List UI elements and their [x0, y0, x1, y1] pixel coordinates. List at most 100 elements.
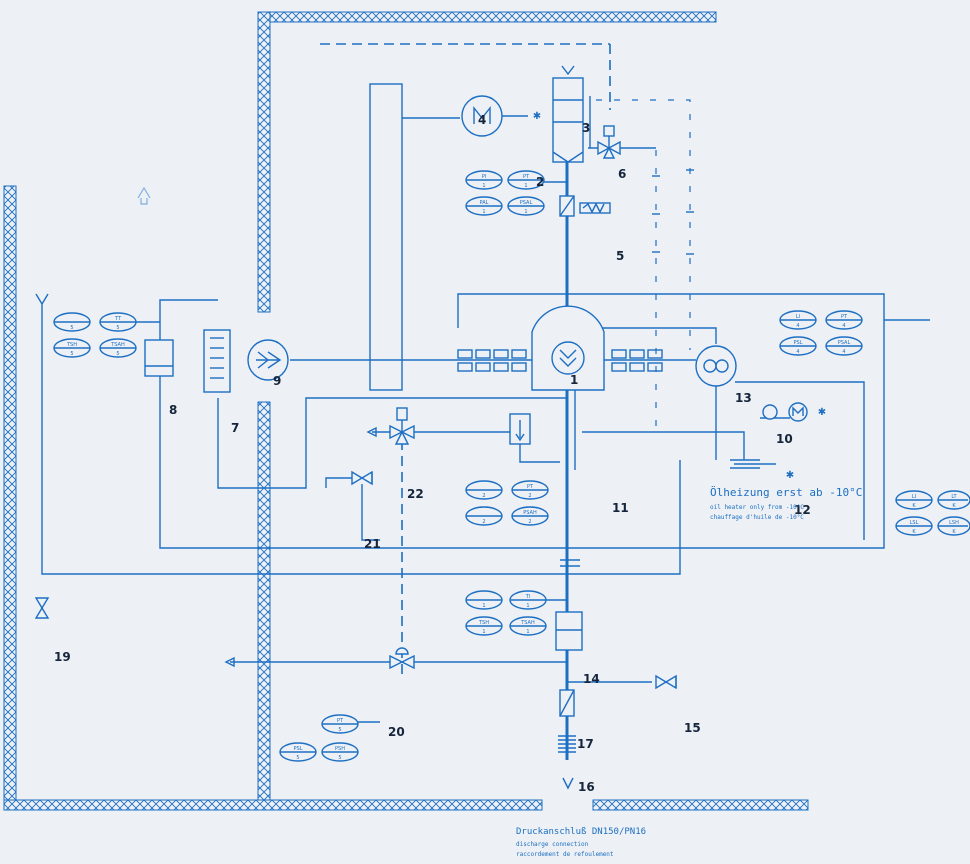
- instrument-group-g14: 1 TI 1 TSH 1 TSAH 1: [465, 590, 547, 636]
- instrument-loop: 1: [482, 209, 485, 215]
- instrument-loop: 2: [482, 519, 485, 525]
- instrument-loop: 4: [842, 349, 845, 355]
- instrument-loop: 1: [482, 603, 485, 609]
- lower-filter: [555, 611, 583, 790]
- instrument-loop: 1: [482, 183, 485, 189]
- instrument-tag: PAL: [480, 200, 489, 206]
- instrument-group-g13: LI 4 PT 4 PSL 4 PSAL 4: [779, 310, 863, 356]
- instrument-loop: 5: [70, 325, 73, 331]
- item-number-12: 12: [794, 503, 811, 517]
- instrument-tag: PT: [523, 174, 530, 180]
- instrument-loop: 5: [70, 351, 73, 357]
- item-number-19: 19: [54, 650, 71, 664]
- item-number-9: 9: [273, 374, 281, 388]
- instrument-loop: 2: [482, 493, 485, 499]
- motor-10: ✱: [760, 402, 826, 422]
- note-heating-en: oil heater only from -10°C: [710, 504, 804, 511]
- item-number-22: 22: [407, 487, 424, 501]
- instrument-loop: K: [912, 503, 916, 509]
- item-number-8: 8: [169, 403, 177, 417]
- instrument-tag: PSL: [294, 746, 303, 752]
- item-number-14: 14: [583, 672, 600, 686]
- tank-8: [144, 339, 174, 377]
- main-pipe: [560, 162, 580, 760]
- item-number-15: 15: [684, 721, 701, 735]
- instrument-group-gR: LI K LT K LSL K LSH K: [895, 490, 970, 536]
- instrument-tag: TSAH: [520, 620, 535, 626]
- notes: Ölheizung erst ab -10°C oil heater only …: [516, 486, 862, 858]
- outlet-valve: [224, 647, 415, 670]
- instrument-loop: 5: [338, 727, 341, 733]
- instrument-tag: PSH: [335, 746, 345, 752]
- valve-21: [325, 470, 380, 541]
- item-number-21: 21: [364, 537, 381, 551]
- stack: [369, 83, 460, 391]
- item-number-2: 2: [536, 175, 544, 189]
- instrument-tag: PSAL: [520, 200, 533, 206]
- heater-12: ✱: [730, 459, 794, 481]
- instrument-tag: LSL: [910, 520, 919, 526]
- item-number-11: 11: [612, 501, 629, 515]
- note-pressure-connection: Druckanschluß DN150/PN16: [516, 827, 646, 837]
- instrument-loop: 4: [842, 323, 845, 329]
- item-number-10: 10: [776, 432, 793, 446]
- instrument-loop: 5: [116, 325, 119, 331]
- svg-text:✱: ✱: [786, 470, 794, 481]
- item-number-7: 7: [231, 421, 239, 435]
- building-walls: [3, 11, 809, 811]
- instrument-group-g20: PT 5 PSL 5 PSH 5: [279, 714, 359, 762]
- item-number-5: 5: [616, 249, 624, 263]
- instrument-loop: 1: [524, 183, 527, 189]
- item-numbers: 1 2 3 4 5 6 7 8 9 10 11 12 13 14 15 16 1…: [54, 113, 811, 794]
- item-number-1: 1: [570, 373, 578, 387]
- instrument-group-g2: PI 1 PT 1 PAL 1 PSAL 1: [465, 170, 545, 216]
- instrument-tag: PSAL: [838, 340, 851, 346]
- instrument-tag: PI: [482, 174, 487, 180]
- item-number-17: 17: [577, 737, 594, 751]
- instrument-tag: TI: [525, 594, 531, 600]
- instrument-tag: TSH: [66, 342, 77, 348]
- flow-switch: [509, 413, 560, 463]
- instrument-loop: 5: [296, 755, 299, 761]
- item-number-20: 20: [388, 725, 405, 739]
- vent-arrow: [137, 186, 151, 205]
- valve-14: [655, 674, 677, 690]
- note-pressure-en: discharge connection: [516, 841, 589, 848]
- item-number-4: 4: [478, 113, 486, 127]
- svg-text:✱: ✱: [818, 407, 826, 418]
- item-number-6: 6: [618, 167, 626, 181]
- note-heating-de: Ölheizung erst ab -10°C: [710, 486, 862, 499]
- instrument-tag: PSL: [794, 340, 803, 346]
- instrument-loop: 1: [526, 603, 529, 609]
- instrument-tag: LI: [796, 314, 800, 320]
- instrument-loop: 2: [528, 493, 531, 499]
- instrument-loop: K: [952, 529, 956, 535]
- item-number-13: 13: [735, 391, 752, 405]
- instrument-groups: PI 1 PT 1 PAL 1 PSAL 1 2 PT 2 2 PSAH 2: [53, 170, 970, 762]
- instrument-group-g11: 2 PT 2 2 PSAH 2: [465, 480, 549, 526]
- note-heating-fr: chauffage d'huile de -10°C: [710, 514, 804, 521]
- top-vessel: [552, 65, 584, 163]
- instrument-loop: 4: [796, 323, 799, 329]
- cooler: [695, 345, 737, 387]
- dashed-lines: [320, 43, 691, 680]
- note-pressure-fr: raccordement de refoulement: [516, 851, 614, 858]
- valve-22: [366, 407, 415, 445]
- instrument-loop: K: [952, 503, 956, 509]
- instrument-loop: 5: [338, 755, 341, 761]
- drain-valve-19: [34, 293, 50, 619]
- fan-9: [247, 339, 289, 381]
- instrument-tag: PSAH: [523, 510, 537, 516]
- instrument-loop: 1: [524, 209, 527, 215]
- instrument-tag: TSAH: [110, 342, 125, 348]
- instrument-tag: PT: [841, 314, 848, 320]
- instrument-tag: TT: [114, 316, 122, 322]
- instrument-tag: LSH: [949, 520, 959, 526]
- tick-marks: [652, 169, 694, 255]
- level-gauge-7: [203, 329, 231, 393]
- instrument-tag: TSH: [478, 620, 489, 626]
- instrument-group-g8: 5 TT 5 TSH 5 TSAH 5: [53, 312, 160, 358]
- pump-housing: [457, 305, 663, 391]
